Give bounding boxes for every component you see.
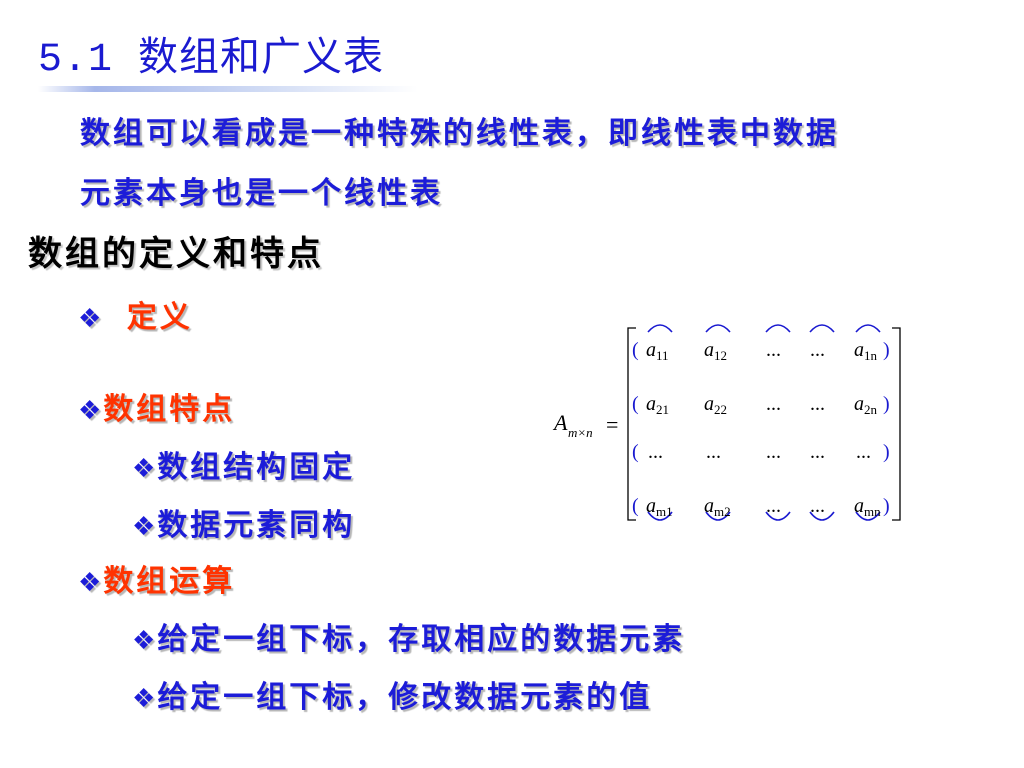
- matrix-cell: a2n: [854, 393, 878, 417]
- column-arc-bottom: [705, 511, 731, 521]
- matrix-cell: a11: [646, 339, 669, 363]
- row-paren-right: ): [883, 393, 890, 415]
- matrix-cell: ...: [766, 393, 781, 415]
- diamond-bullet-icon: ❖: [132, 626, 156, 656]
- sub-bullet-label-homogeneous: 数据元素同构: [157, 508, 356, 543]
- matrix-cell: ...: [810, 441, 825, 463]
- matrix-cell: ...: [766, 495, 781, 517]
- diamond-bullet-icon: ❖: [132, 512, 156, 542]
- row-paren-left: (: [632, 495, 639, 517]
- bullet-label-definition: 定义: [126, 300, 193, 335]
- matrix-cell: am1: [646, 495, 673, 519]
- column-arc-top: [705, 324, 731, 333]
- column-arc-bottom: [855, 511, 881, 521]
- matrix-cell: amn: [854, 495, 881, 519]
- intro-text-line-2: 元素本身也是一个线性表: [80, 176, 443, 211]
- sub-bullet-item-fixed-structure: ❖数组结构固定: [132, 442, 355, 486]
- row-paren-left: (: [632, 393, 639, 415]
- matrix-cell: ...: [766, 339, 781, 361]
- matrix-figure: A m×n = () () () () a11 a12...... a1n a21 a22...…: [552, 324, 901, 521]
- diamond-bullet-icon: ❖: [132, 684, 156, 714]
- title-underline: [38, 86, 418, 92]
- bullet-label-operations: 数组运算: [103, 564, 236, 599]
- column-arc-top: [647, 324, 673, 333]
- diamond-bullet-icon: ❖: [78, 568, 102, 598]
- sub-bullet-item-homogeneous: ❖数据元素同构: [132, 500, 355, 544]
- bullet-label-features: 数组特点: [103, 392, 236, 427]
- matrix-cell: a12: [704, 339, 727, 363]
- column-arc-bottom: [647, 511, 673, 521]
- sub-bullet-label-fixed-structure: 数组结构固定: [157, 450, 356, 485]
- matrix-cells: () () () () a11 a12...... a1n a21 a22...... a2n..…: [632, 324, 890, 521]
- row-paren-right: ): [883, 495, 890, 517]
- matrix-right-bracket: [892, 327, 901, 521]
- row-paren-left: (: [632, 441, 639, 463]
- matrix-left-bracket: [627, 327, 636, 521]
- matrix-cell: am2: [704, 495, 731, 519]
- matrix-lhs-symbol: A: [552, 410, 568, 435]
- matrix-cell: a22: [704, 393, 727, 417]
- matrix-cell: ...: [810, 339, 825, 361]
- sub-bullet-label-modify: 给定一组下标，修改数据元素的值: [157, 680, 653, 715]
- bullet-item-operations: ❖数组运算: [78, 556, 235, 600]
- row-paren-right: ): [883, 339, 890, 361]
- diamond-bullet-icon: ❖: [132, 454, 156, 484]
- column-arc-top: [855, 324, 881, 333]
- column-arc-bottom: [809, 511, 835, 521]
- sub-bullet-item-read: ❖给定一组下标，存取相应的数据元素: [132, 614, 685, 658]
- matrix-cell: a21: [646, 393, 669, 417]
- matrix-cell: ...: [810, 495, 825, 517]
- matrix-equals-sign: =: [606, 412, 618, 437]
- matrix-cell: ...: [766, 441, 781, 463]
- bullet-item-features: ❖数组特点: [78, 384, 235, 428]
- diamond-bullet-icon: ❖: [78, 304, 102, 334]
- column-arc-bottom: [765, 511, 791, 521]
- diamond-bullet-icon: ❖: [78, 396, 102, 426]
- matrix-cell: a1n: [854, 339, 878, 363]
- bullet-item-definition: ❖ 定义: [78, 292, 193, 336]
- row-paren-left: (: [632, 339, 639, 361]
- matrix-lhs-subscript: m×n: [568, 425, 593, 440]
- row-paren-right: ): [883, 441, 890, 463]
- slide-title: 5.1 数组和广义表: [38, 38, 385, 83]
- matrix-cell: ...: [856, 441, 871, 463]
- intro-text-line-1: 数组可以看成是一种特殊的线性表，即线性表中数据: [80, 116, 839, 151]
- sub-bullet-item-modify: ❖给定一组下标，修改数据元素的值: [132, 672, 652, 716]
- matrix-cell: ...: [648, 441, 663, 463]
- matrix-cell: ...: [706, 441, 721, 463]
- section-heading: 数组的定义和特点: [28, 234, 324, 274]
- column-arc-top: [765, 324, 791, 333]
- column-arc-top: [809, 324, 835, 333]
- matrix-cell: ...: [810, 393, 825, 415]
- sub-bullet-label-read: 给定一组下标，存取相应的数据元素: [157, 622, 686, 657]
